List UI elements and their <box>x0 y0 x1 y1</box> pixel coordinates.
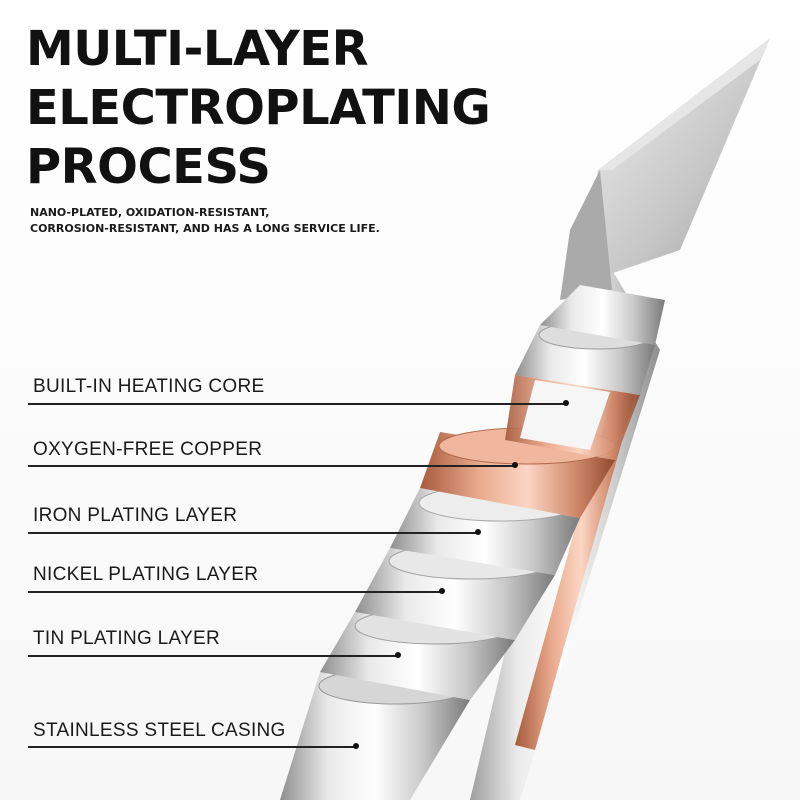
title-line-3: PROCESS <box>26 139 271 195</box>
dot-heating-core <box>563 400 569 406</box>
dot-copper <box>512 462 518 468</box>
label-heating-core: BUILT-IN HEATING CORE <box>33 376 265 397</box>
leader-stainless-steel <box>28 746 358 748</box>
label-nickel: NICKEL PLATING LAYER <box>33 564 259 585</box>
blade-edge <box>598 38 770 170</box>
subtitle-line-2: CORROSION-RESISTANT, AND HAS A LONG SERV… <box>30 222 380 235</box>
leader-heating-core <box>28 403 566 405</box>
leader-iron <box>28 532 478 534</box>
label-tin: TIN PLATING LAYER <box>33 628 221 649</box>
leader-copper <box>28 465 515 467</box>
upper-shaft <box>540 285 665 345</box>
dot-tin <box>395 652 401 658</box>
blade-shank <box>560 170 612 300</box>
built-in-heating-core <box>520 380 610 450</box>
blade-tip <box>578 38 770 285</box>
page-title: MULTI-LAYER ELECTROPLATING PROCESS <box>26 20 491 197</box>
label-copper: OXYGEN-FREE COPPER <box>33 439 263 460</box>
label-stainless-steel: STAINLESS STEEL CASING <box>33 720 286 741</box>
dot-iron <box>475 529 481 535</box>
title-line-2: ELECTROPLATING <box>26 80 491 136</box>
dot-stainless-steel <box>353 743 359 749</box>
dot-nickel <box>439 588 445 594</box>
subtitle-line-1: NANO-PLATED, OXIDATION-RESISTANT, <box>30 206 270 219</box>
stainless-steel-casing <box>280 672 470 800</box>
leader-tin <box>28 655 398 657</box>
subtitle: NANO-PLATED, OXIDATION-RESISTANT, CORROS… <box>30 205 380 237</box>
title-line-1: MULTI-LAYER <box>26 21 369 77</box>
label-iron: IRON PLATING LAYER <box>33 505 238 526</box>
leader-nickel <box>28 591 442 593</box>
